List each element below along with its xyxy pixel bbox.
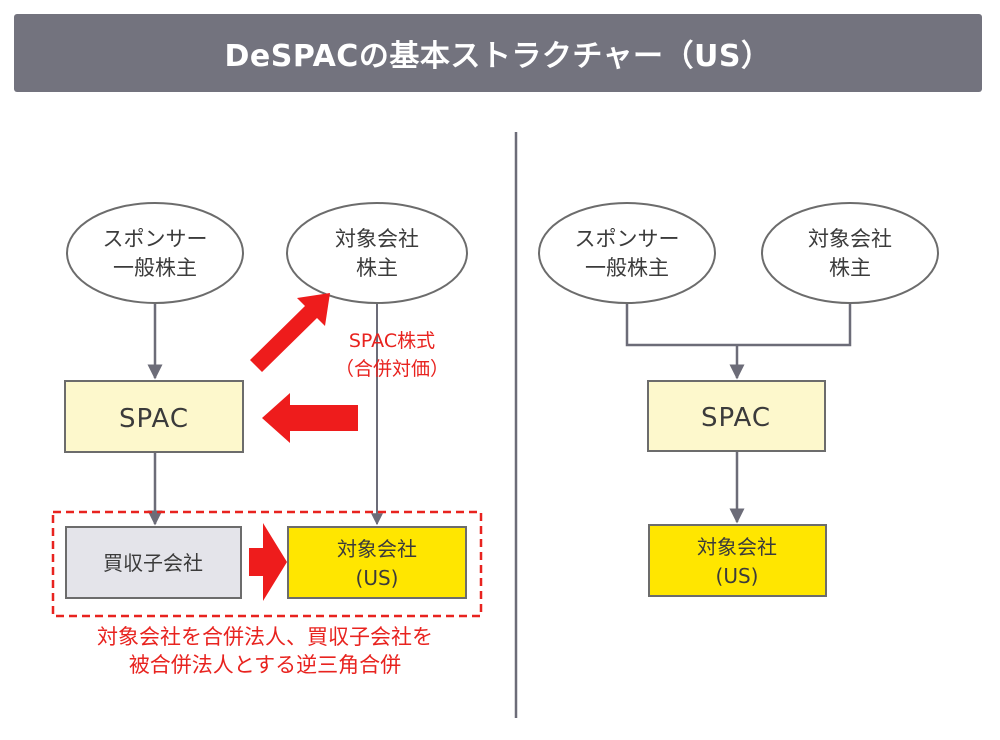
acquisition-subsidiary-node: 買収子会社 [65,526,242,599]
consideration-label-line1: SPAC株式 [349,330,435,352]
target-company-node-right: 対象会社 (US) [648,524,827,597]
target-company-node: 対象会社 (US) [287,526,467,599]
target-label-line2: (US) [356,566,399,590]
left-panel: スポンサー 一般株主 対象会社 株主 SPAC SPAC株式 （合併対価） 買収… [51,202,483,677]
sponsor-label-line2: 一般株主 [113,256,197,280]
sponsor-label-line2-right: 一般株主 [585,256,669,280]
right-panel: スポンサー 一般株主 対象会社 株主 SPAC 対象会社 (US) [538,202,939,597]
sponsor-shareholders-node-right: スポンサー 一般株主 [538,202,716,304]
target-holders-label-line2: 株主 [356,256,398,280]
target-label-line1-right: 対象会社 [697,535,777,559]
acq-sub-label: 買収子会社 [103,551,203,575]
spac-label-right: SPAC [701,403,771,433]
spac-label: SPAC [119,404,189,434]
share-consideration-arrow-icon [250,293,330,372]
merger-note-line1: 対象会社を合併法人、買収子会社を [97,625,433,649]
spac-node-right: SPAC [647,380,826,452]
page-title: DeSPACの基本ストラクチャー（US） [14,14,982,92]
merger-note-line2: 被合併法人とする逆三角合併 [129,653,401,677]
spac-node: SPAC [64,380,244,453]
merger-group-outline [51,510,483,618]
target-label-line1: 対象会社 [337,537,417,561]
target-holders-label-line2-right: 株主 [829,256,871,280]
target-shareholders-node-right: 対象会社 株主 [761,202,939,304]
target-holders-label-line1: 対象会社 [335,227,419,251]
connector-holders-join [625,304,852,347]
shares-exchange-arrow-icon [262,393,358,443]
sponsor-shareholders-node: スポンサー 一般株主 [66,202,244,304]
merger-arrow-icon [249,523,287,601]
target-label-line2-right: (US) [716,564,759,588]
sponsor-label-line1: スポンサー [103,227,208,251]
target-holders-label-line1-right: 対象会社 [808,227,892,251]
target-shareholders-node: 対象会社 株主 [286,202,468,304]
sponsor-label-line1-right: スポンサー [575,227,680,251]
consideration-label-line2: （合併対価） [335,358,449,380]
